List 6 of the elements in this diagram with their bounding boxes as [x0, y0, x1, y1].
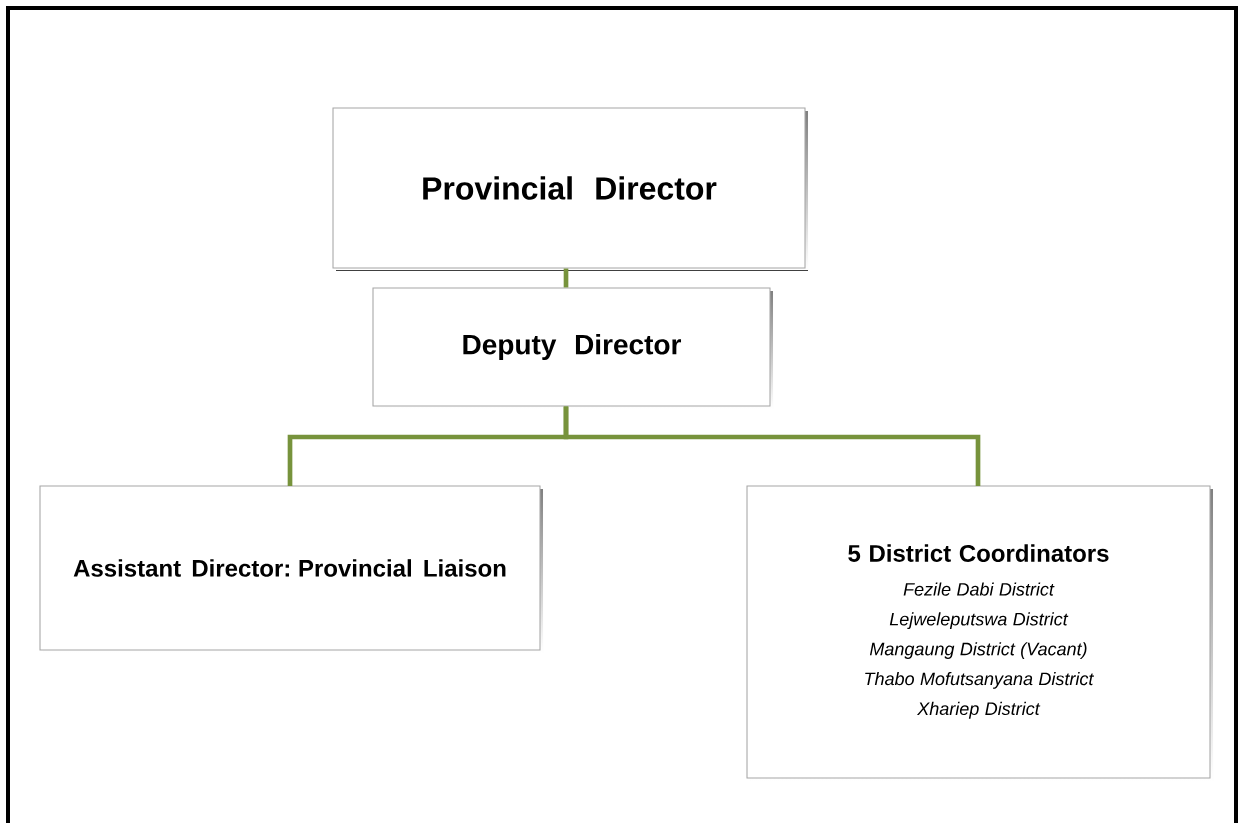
connector-line: [563, 406, 981, 486]
org-box: 5 District Coordinators Fezile Dabi District Lejweleputswa District Mangaung District (Vacant) Thabo Mofutsanyana District Xhariep District: [746, 485, 1213, 781]
org-box: Assistant Director: Provincial Liaison: [39, 485, 543, 653]
connector-line: [563, 268, 569, 288]
org-box: Deputy Director: [372, 287, 773, 409]
org-box: Provincial Director: [332, 107, 808, 271]
